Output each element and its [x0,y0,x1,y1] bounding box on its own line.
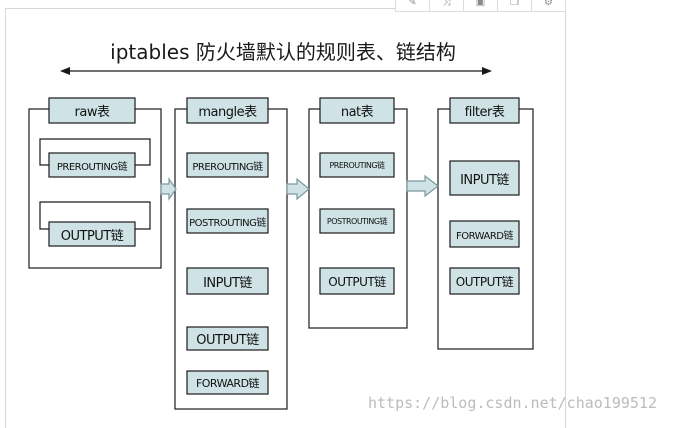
raw-output-loop [39,201,151,230]
filter-input-chain-label: INPUT链 [460,172,509,188]
raw-prerouting-loop [39,138,151,166]
filter-input-chain-box [449,160,520,196]
mangle-forward-chain-label: FORWARD链 [195,376,260,390]
mangle-input-chain-box [186,267,269,295]
content-frame [5,8,566,428]
raw-table-label: raw表 [74,105,110,120]
mangle-output-chain-box [186,326,269,351]
nat-table-label: nat表 [340,105,374,120]
nat-postrouting-chain-box [319,208,395,234]
mangle-prerouting-chain-box [186,152,269,178]
filter-forward-chain-label: FORWARD链 [456,230,514,242]
watermark-url: https://blog.csdn.net/chao199512 [368,394,657,412]
shuffle-icon[interactable]: ⤨ [430,0,464,11]
edit-icon[interactable]: ✎ [396,0,430,11]
filter-output-chain-box [449,267,520,295]
raw-prerouting-chain-box [48,152,136,178]
nat-prerouting-chain-box [319,152,395,178]
mangle-postrouting-chain-label: POSTROUTING链 [189,217,266,229]
nat-table-tab [319,97,395,124]
raw-table-tab [48,97,136,124]
filter-output-chain-label: OUTPUT链 [455,274,514,289]
image-toolbar: ✎ ⤨ ▣ ❐ ⚙ [395,0,566,12]
nat-output-chain-box [319,267,395,295]
nat-prerouting-chain-label: PREROUTING链 [329,160,385,170]
save-icon[interactable]: ▣ [464,0,498,11]
nat-postrouting-chain-label: POSTROUTING链 [326,216,388,226]
settings-icon[interactable]: ⚙ [544,0,553,8]
raw-prerouting-chain-label: PREROUTING链 [56,161,128,173]
mangle-to-nat-arrow [286,177,310,201]
mangle-output-chain-label: OUTPUT链 [196,333,259,348]
raw-output-chain-label: OUTPUT链 [60,228,124,244]
filter-table-label: filter表 [464,105,505,120]
diagram-title: iptables 防火墙默认的规则表、链结构 [110,40,456,64]
copy-icon[interactable]: ❐ [498,0,532,11]
filter-table-tab [449,97,520,124]
nat-to-filter-arrow [406,174,439,198]
raw-output-chain-box [48,221,136,247]
mangle-prerouting-chain-label: PREROUTING链 [192,161,263,173]
mangle-postrouting-chain-box [186,208,269,234]
mangle-forward-chain-box [186,370,269,395]
raw-to-mangle-arrow [160,177,177,201]
mangle-table-tab [186,97,269,124]
nat-output-chain-label: OUTPUT链 [328,274,386,289]
filter-forward-chain-box [449,220,520,248]
title-arrow-right-head [482,67,492,75]
mangle-input-chain-label: INPUT链 [203,275,252,291]
mangle-table-label: mangle表 [198,105,257,120]
title-arrow-left-head [60,67,70,75]
